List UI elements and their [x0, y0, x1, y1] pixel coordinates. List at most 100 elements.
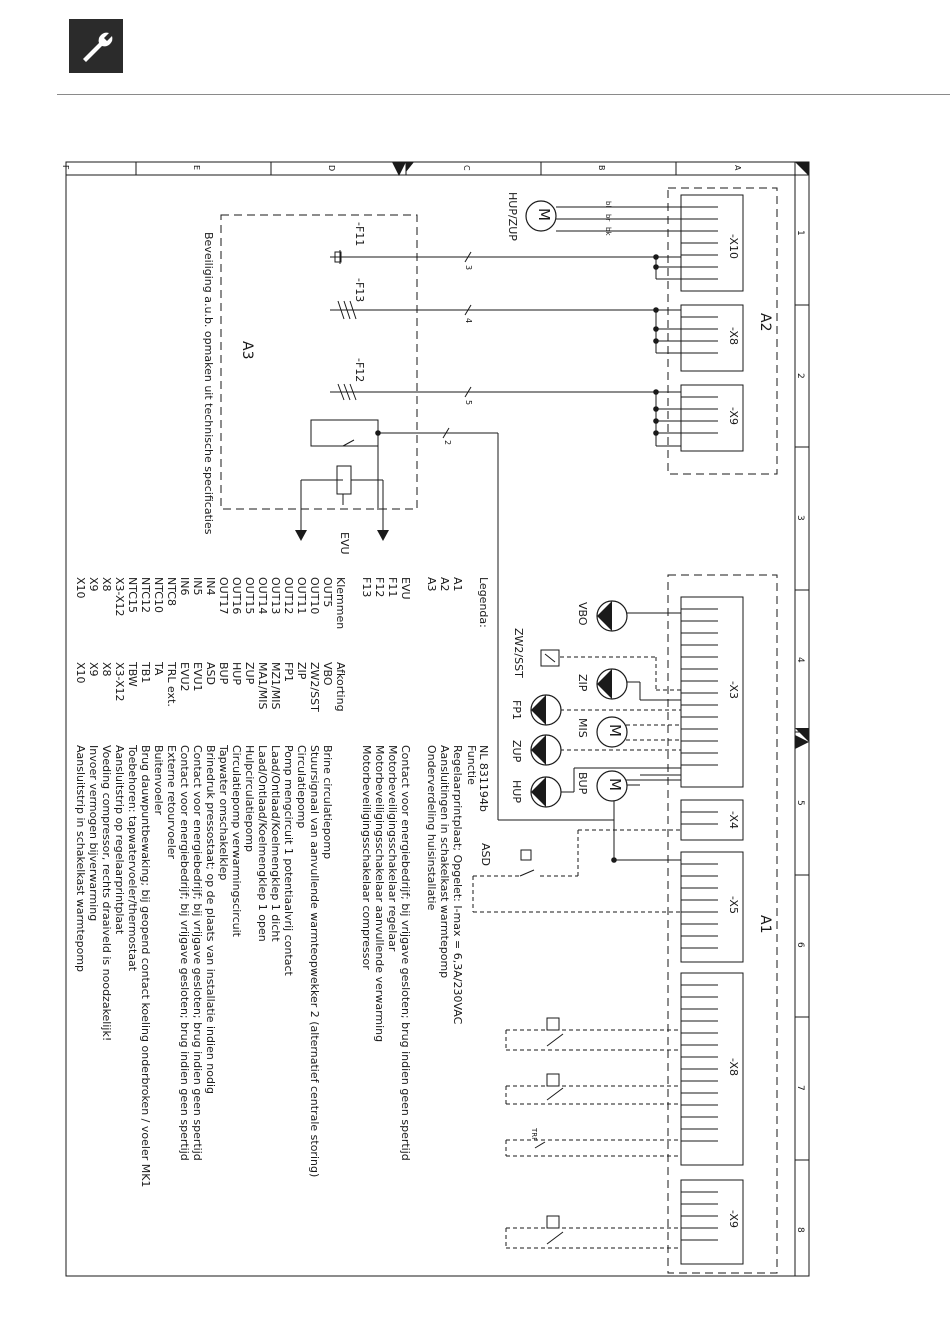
legend-abbr: VBO: [321, 662, 334, 686]
legend-model: NL 831194b: [477, 745, 490, 812]
label-F13: -F13: [353, 278, 366, 303]
A3-enclosure: [220, 214, 418, 510]
legend-function: Buitenvoeler: [152, 745, 165, 815]
label-hup: HUP: [510, 780, 523, 803]
label-zw2sst: ZW2/SST: [512, 628, 525, 678]
motor-letter-mis: M: [606, 724, 624, 737]
legend-code: OUT13: [269, 577, 282, 615]
row-label-D: D: [327, 165, 336, 172]
legend-desc: [412, 745, 425, 1161]
legend-abbr: X9: [87, 662, 100, 677]
legend-abbr: HUP: [230, 662, 243, 685]
label-vbo: VBO: [576, 602, 589, 626]
legend-function: Invoer vermogen bijverwarming: [87, 745, 100, 922]
legend-abbr: MA1/MIS: [256, 662, 269, 710]
row-label-F: F: [61, 165, 70, 170]
label-X4: -X4: [727, 811, 740, 829]
A2-enclosure: [667, 187, 778, 475]
legend-code: A1: [451, 577, 464, 592]
label-zip: ZIP: [576, 674, 589, 692]
wire-color-bk: bk: [604, 227, 612, 236]
legend-desc: Aansluitingen in schakelkast warmtepomp: [438, 745, 451, 979]
col-label-5: 5: [795, 800, 805, 806]
legend-abbr: X3-X12: [113, 662, 126, 702]
legend-desc: Onderverdeling huisinstallatie: [425, 745, 438, 911]
A1-enclosure: [667, 574, 778, 1274]
label-X8-lower: -X8: [727, 1058, 740, 1076]
legend-code: A3: [425, 577, 438, 592]
legend-code: F11: [386, 577, 399, 598]
label-evu: EVU: [338, 532, 351, 555]
legend-code: F12: [373, 577, 386, 598]
label-mis: MIS: [576, 718, 589, 738]
legend-function: Aansluitstrip op regelaarprintplaat: [113, 745, 126, 935]
legend-desc: Motorbeveiligingsschakelaar regelaar: [386, 745, 399, 952]
wire-count-5: 5: [464, 400, 473, 406]
legend-code: OUT15: [243, 577, 256, 615]
legend-function: Aansluitstrip in schakelkast warmtepomp: [74, 745, 87, 973]
wire-count-3: 3: [464, 265, 473, 271]
wire-count-4: 4: [464, 318, 473, 324]
label-F12: -F12: [353, 358, 366, 383]
wire-color-br: br: [604, 214, 612, 222]
label-zup: ZUP: [510, 740, 523, 763]
label-X10: -X10: [727, 234, 740, 259]
col-label-1: 1: [795, 230, 805, 236]
legend-code: IN5: [191, 577, 204, 596]
legend-functions-title: Functie: [465, 745, 478, 785]
legend-code: Klemmen: [334, 577, 347, 630]
col-label-2: 2: [795, 373, 805, 379]
label-X8: -X8: [727, 327, 740, 345]
col-label-8: 8: [795, 1227, 805, 1233]
legend-function: Tapwater omschakelklep: [217, 745, 230, 881]
legend-function: Toebehoren: tapwatervoeler/thermostaat: [126, 745, 139, 972]
legend-code: IN6: [178, 577, 191, 596]
legend-code: X3-X12: [113, 577, 126, 617]
legend-abbr: TA: [152, 662, 165, 676]
legend-code: OUT11: [295, 577, 308, 615]
legend-code: X10: [74, 577, 87, 599]
legend-function: Brug dauwpuntbewaking; bij geopend conta…: [139, 745, 152, 1188]
legend-abbr: MZ1/MIS: [269, 662, 282, 710]
legend-code: NTC12: [139, 577, 152, 613]
header-rule: [57, 94, 950, 95]
label-A2: A2: [757, 313, 773, 332]
legend-code: [347, 577, 360, 629]
legend-descriptions: Regelaarprintplaat; Opgelet: I-max = 6,3…: [360, 745, 464, 1161]
legend-function: Contact voor energiebedrijf; bij vrijgav…: [178, 745, 191, 1161]
legend-function: Laad/Ontlaad/Koelmengklep 1 open: [256, 745, 269, 942]
row-label-E: E: [192, 165, 201, 171]
legend-code: IN4: [204, 577, 217, 596]
legend-code: [412, 577, 425, 629]
legend-function: Laad/Ontlaad/Koelmengklep 1 dicht: [269, 745, 282, 942]
row-label-B: B: [597, 165, 606, 171]
legend-title: Legenda:: [477, 577, 490, 628]
legend-abbr: ASD: [204, 662, 217, 685]
label-fp1: FP1: [510, 700, 523, 720]
label-X3: -X3: [727, 681, 740, 699]
legend-function: Hulpcirculatiepomp: [243, 745, 256, 853]
legend-function: Voeding compressor, rechts draaiveld is …: [100, 745, 113, 1042]
a3-note: Beveiliging a.u.b. opmaken uit technisch…: [202, 232, 215, 535]
legend-code: OUT16: [230, 577, 243, 615]
legend-code: A2: [438, 577, 451, 592]
label-asd: ASD: [479, 843, 492, 866]
legend-desc: Motorbeveiligingsschakelaar aanvullende …: [373, 745, 386, 1043]
legend-function: Circulatiepomp: [295, 745, 308, 829]
legend-code: NTC15: [126, 577, 139, 613]
legend-code: OUT10: [308, 577, 321, 615]
label-X9-lower: -X9: [727, 1210, 740, 1228]
row-label-C: C: [462, 165, 471, 171]
legend-code: NTC8: [165, 577, 178, 606]
legend-function: Contact voor energiebedrijf; bij vrijgav…: [191, 745, 204, 1161]
col-label-4: 4: [795, 657, 805, 663]
label-A1: A1: [757, 915, 773, 934]
legend-abbr: FP1: [282, 662, 295, 682]
legend-abbr: BUP: [217, 662, 230, 685]
legend-function: Externe retourvoeler: [165, 745, 178, 860]
legend-abbr: ZIP: [295, 662, 308, 680]
legend-code: OUT17: [217, 577, 230, 615]
legend-code: NTC10: [152, 577, 165, 613]
